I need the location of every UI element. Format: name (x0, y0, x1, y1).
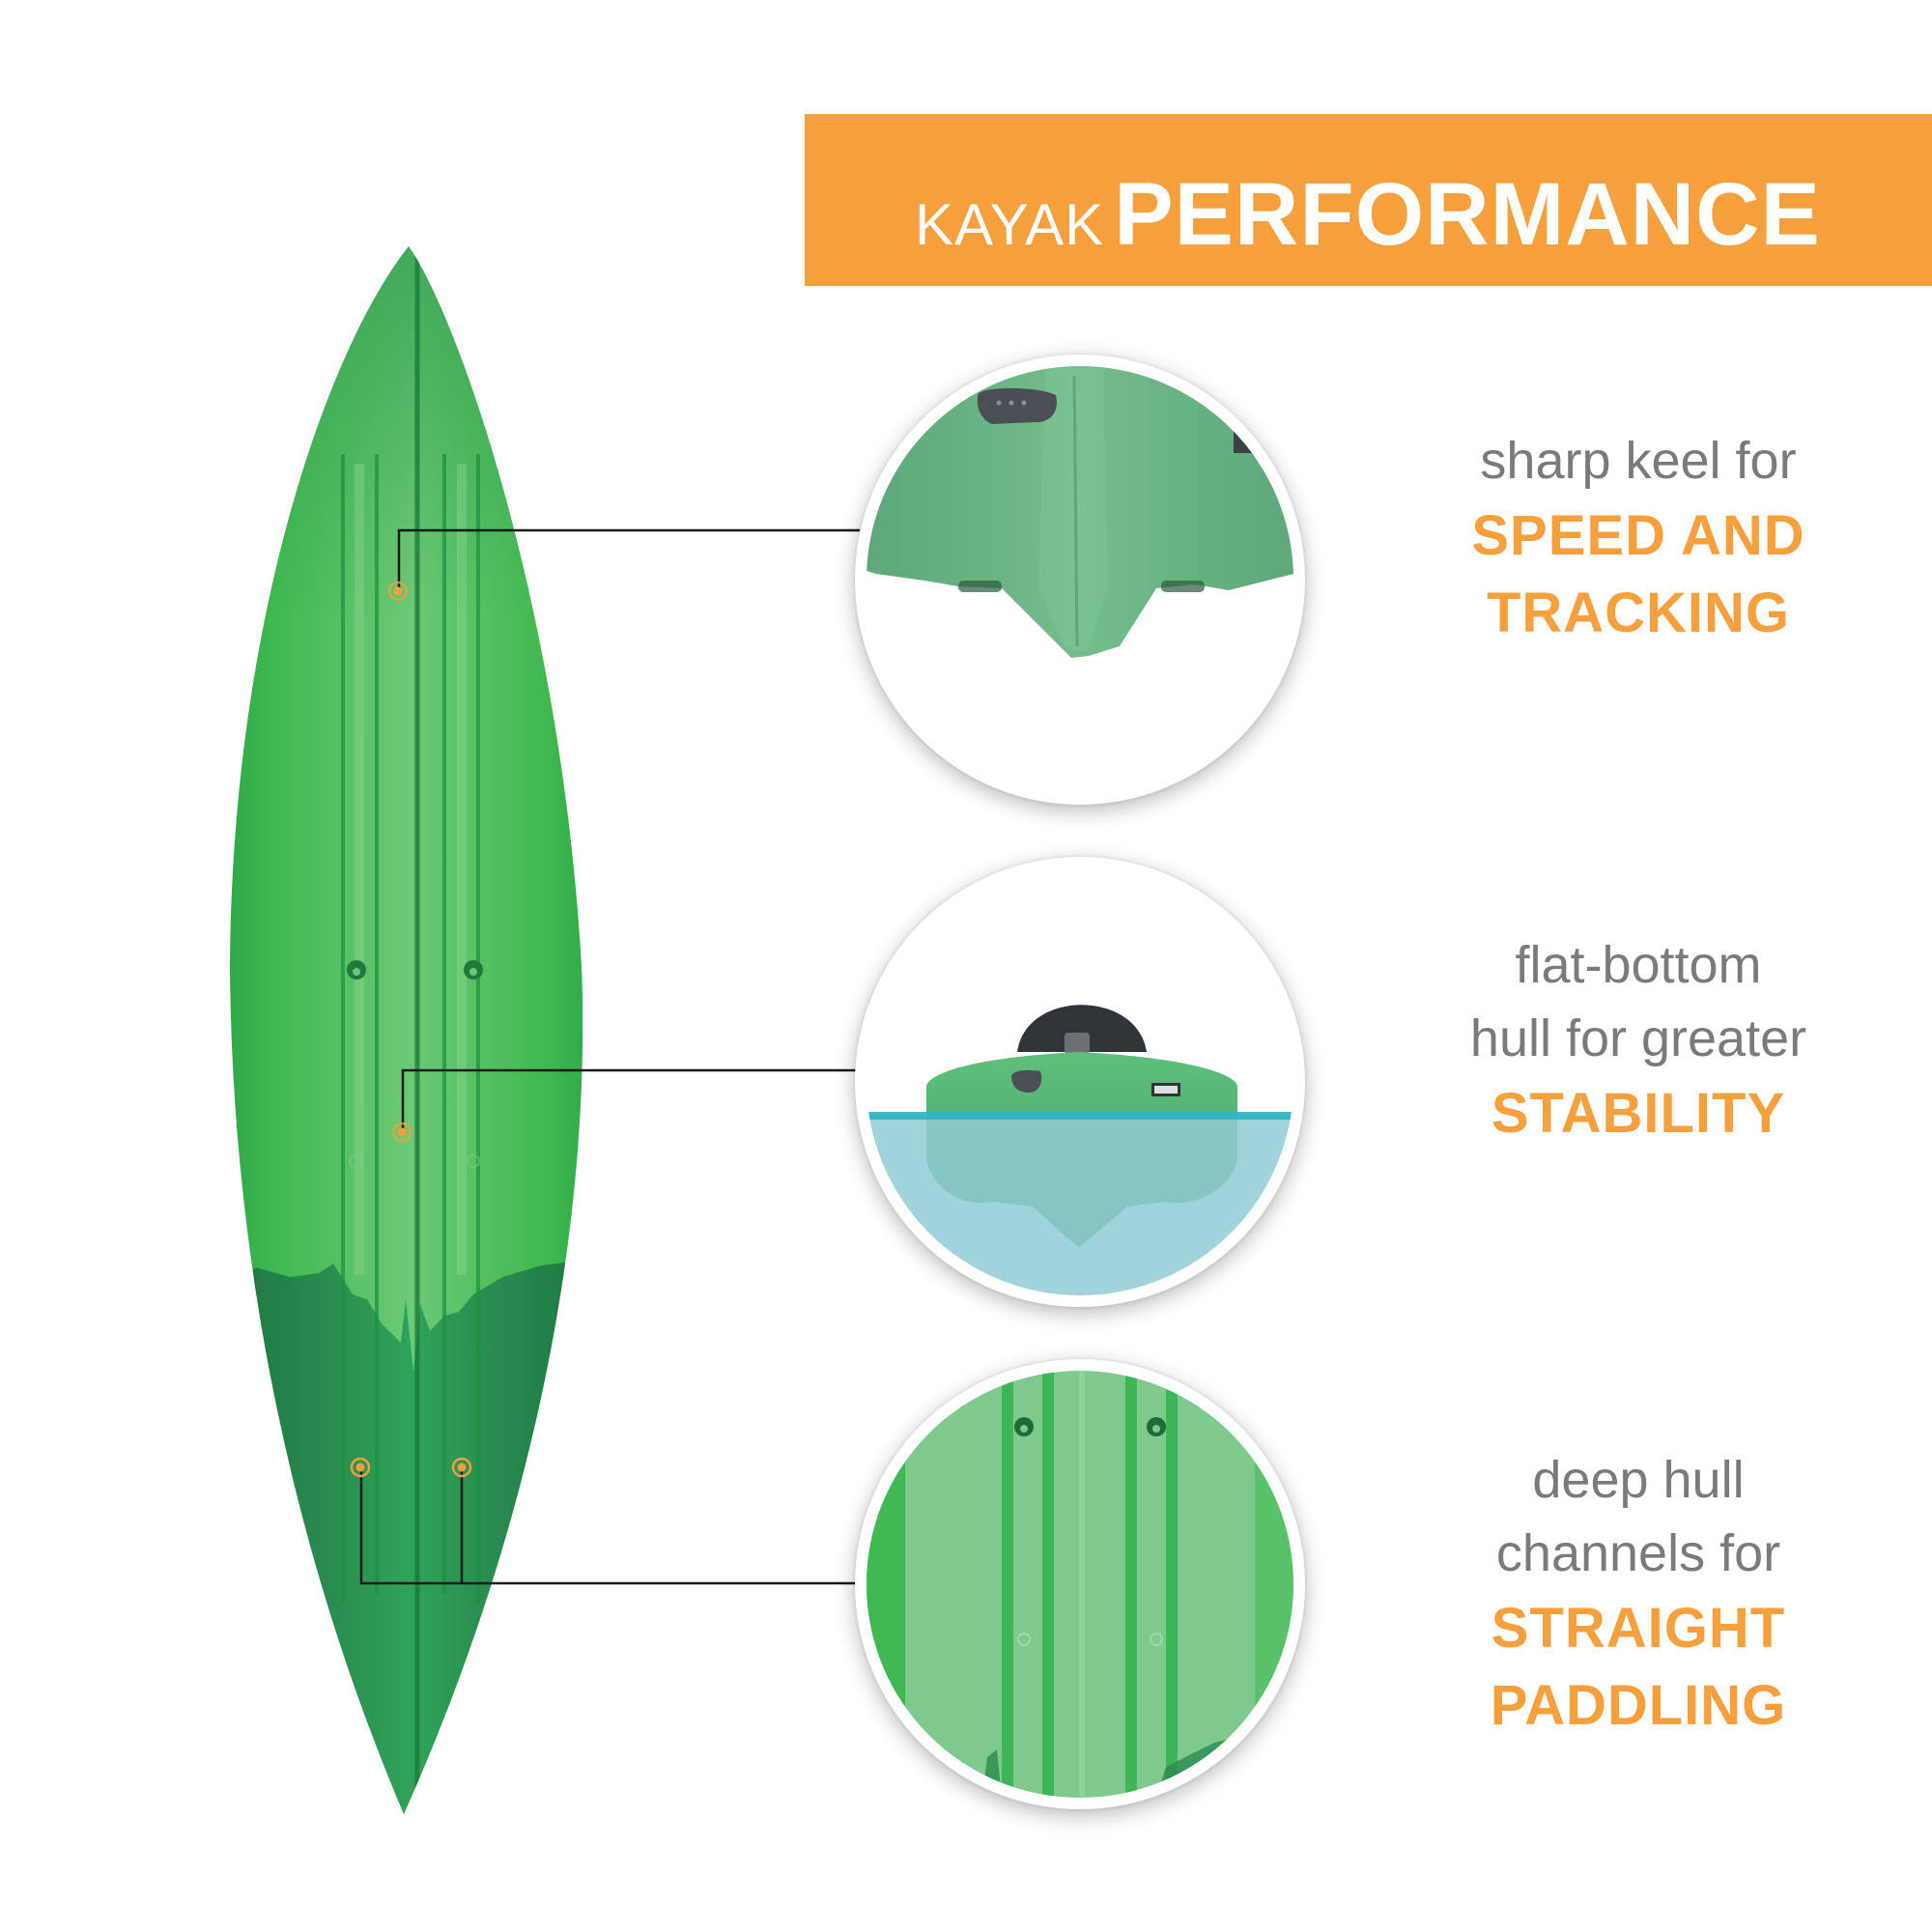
channels-closeup-image (855, 1359, 1305, 1809)
feature-channels-lead-2: channels for (1495, 1524, 1781, 1582)
keel-marker-icon (387, 581, 409, 602)
bow-keel-illustration (867, 366, 1293, 658)
connector-line-stability (401, 1068, 858, 1130)
feature-stability: flat-bottom hull for greater STABILITY (1387, 939, 1889, 1163)
feature-keel: sharp keel for SPEED AND TRACKING (1387, 435, 1889, 663)
connector-line-keel (397, 528, 860, 588)
marker-dots (350, 581, 472, 1478)
title-banner (805, 114, 1932, 286)
flat-bottom-marker-icon (391, 1122, 412, 1143)
channel-marker-left-icon (350, 1457, 371, 1478)
feature-stability-lead-1: flat-bottom (1515, 936, 1762, 994)
feature-channels-emphasis-1: STRAIGHT (1491, 1597, 1786, 1660)
feature-channels-lead-1: deep hull (1532, 1451, 1745, 1509)
feature-stability-lead-2: hull for greater (1469, 1009, 1807, 1067)
feature-stability-emphasis: STABILITY (1491, 1082, 1786, 1145)
banner-heading: PERFORMANCE (1114, 165, 1821, 264)
feature-channels: deep hull channels for STRAIGHT PADDLING (1387, 1454, 1889, 1755)
keel-closeup-image (855, 355, 1305, 805)
kayak-front-water-illustration (867, 1005, 1293, 1295)
feature-keel-lead: sharp keel for (1480, 432, 1797, 490)
channel-marker-right-icon (451, 1457, 472, 1478)
feature-keel-emphasis-2: TRACKING (1486, 582, 1791, 644)
feature-keel-emphasis-1: SPEED AND (1471, 504, 1805, 567)
stability-closeup-image (855, 857, 1305, 1307)
banner-prefix: KAYAK (915, 192, 1105, 257)
hull-channels-illustration (867, 1371, 1293, 1798)
feature-channels-emphasis-2: PADDLING (1490, 1674, 1787, 1737)
connector-line-channels-left (359, 1468, 858, 1585)
